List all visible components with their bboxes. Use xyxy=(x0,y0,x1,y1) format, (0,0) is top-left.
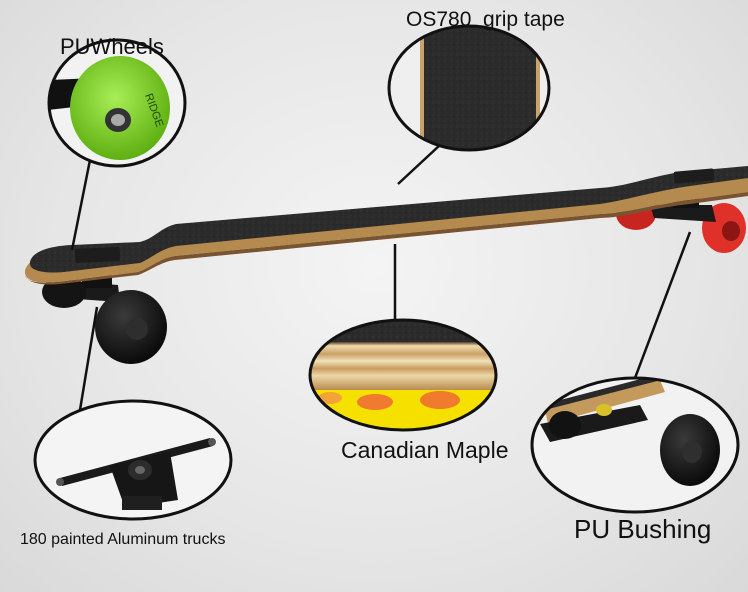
label-canadian-maple: Canadian Maple xyxy=(341,437,509,463)
green-wheel xyxy=(70,56,170,160)
callout-bushing-detail xyxy=(530,376,740,514)
bushing-yellow xyxy=(596,404,612,416)
leader-lines xyxy=(70,144,692,411)
label-pu-wheels: PUWheels xyxy=(60,34,164,59)
label-aluminum-trucks: 180 painted Aluminum trucks xyxy=(20,531,226,548)
callout-trucks-detail xyxy=(33,399,233,521)
callout-wheels-detail: RIDGE xyxy=(47,38,187,168)
deck-grip-top xyxy=(29,166,748,273)
leader-grip xyxy=(397,144,441,185)
leader-bushing xyxy=(633,231,692,379)
rear-truck xyxy=(650,205,716,222)
callout-maple-detail xyxy=(308,318,498,432)
label-grip-tape: OS780 grip tape xyxy=(406,8,565,31)
callout-grip-detail xyxy=(387,24,551,152)
longboard xyxy=(25,166,748,364)
leader-wheels xyxy=(70,159,92,251)
leader-trucks xyxy=(78,306,99,411)
truck-image xyxy=(56,438,216,510)
label-pu-bushing: PU Bushing xyxy=(574,514,712,544)
